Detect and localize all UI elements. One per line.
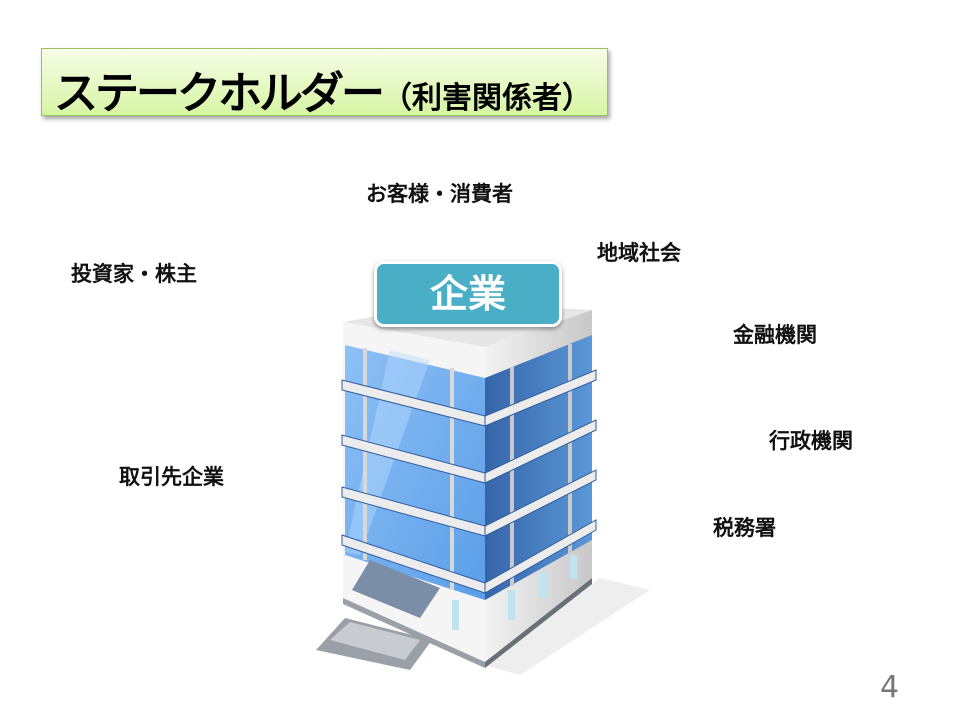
stakeholder-tax-office: 税務署: [713, 516, 776, 540]
page-number: 4: [880, 670, 900, 705]
slide-title: ステークホルダー（利害関係者）: [54, 57, 592, 121]
stakeholder-suppliers: 取引先企業: [119, 465, 224, 489]
stakeholder-investors: 投資家・株主: [71, 262, 197, 286]
company-badge: 企業: [374, 261, 562, 327]
stakeholder-government: 行政機関: [769, 429, 853, 453]
slide-title-box: ステークホルダー（利害関係者）: [41, 48, 608, 119]
title-sub-text: （利害関係者）: [382, 81, 592, 116]
stakeholder-customers: お客様・消費者: [366, 182, 513, 206]
title-main-text: ステークホルダー: [54, 68, 385, 119]
stakeholder-financial: 金融機関: [733, 323, 817, 347]
stakeholder-community: 地域社会: [597, 241, 681, 265]
